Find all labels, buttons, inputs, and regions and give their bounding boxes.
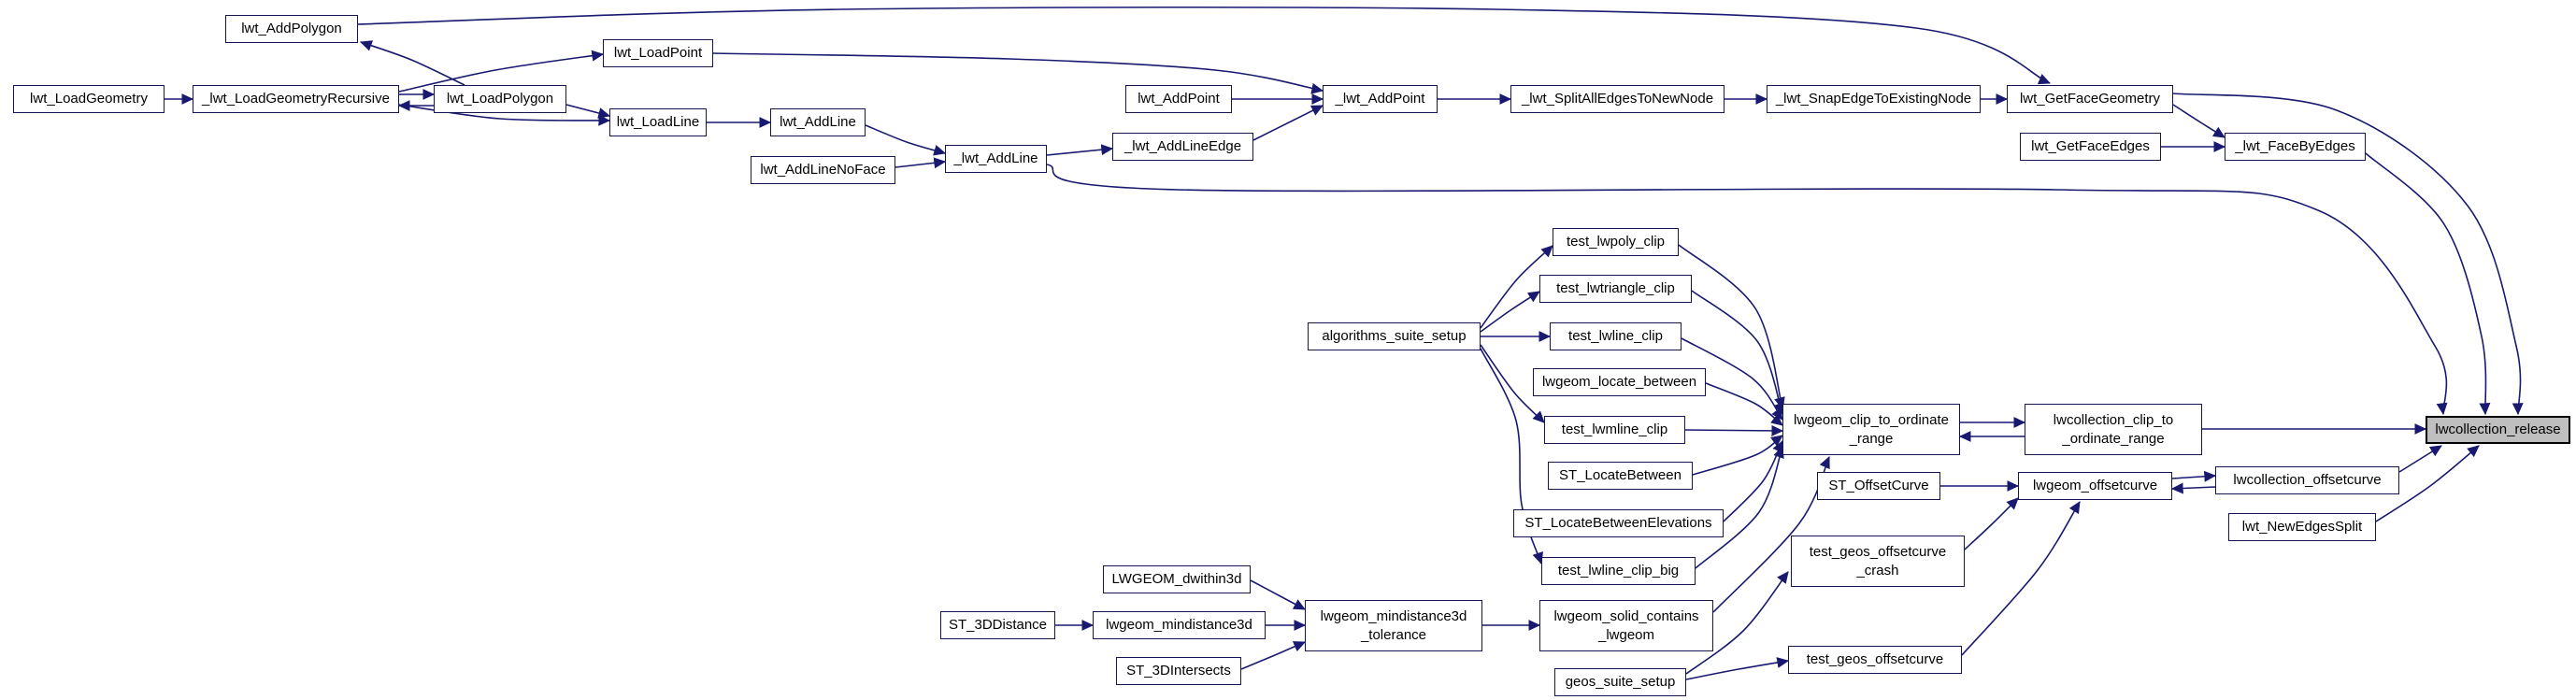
edge-ST_3DIntersects--lwgeom_mindistance3d_tolerance (1240, 641, 1306, 670)
edge-lwcollection_offsetcurve--lwcollection_release (2398, 445, 2442, 473)
edge-test_lwline_clip--lwgeom_clip_to_ordinate_range (1681, 337, 1783, 421)
graph-node-_lwt_AddLine[interactable]: _lwt_AddLine (945, 145, 1047, 173)
edge-lwt_LoadPolygon--lwt_LoadLine (565, 104, 611, 119)
graph-node-ST_OffsetCurve[interactable]: ST_OffsetCurve (1817, 472, 1940, 500)
graph-node-lwgeom_mindistance3d[interactable]: lwgeom_mindistance3d (1093, 611, 1266, 639)
graph-node-lwt_LoadPolygon[interactable]: lwt_LoadPolygon (434, 85, 566, 113)
edge-lwt_GetFaceGeometry--_lwt_FaceByEdges (2172, 104, 2225, 138)
graph-node-lwgeom_mindistance3d_tolerance[interactable]: lwgeom_mindistance3d _tolerance (1305, 600, 1482, 651)
graph-node-lwt_GetFaceGeometry[interactable]: lwt_GetFaceGeometry (2007, 85, 2173, 113)
edge-test_lwline_clip_big--lwgeom_clip_to_ordinate_range (1695, 445, 1784, 569)
edge-algorithms_suite_setup--test_lwpoly_clip (1480, 245, 1553, 329)
edge-lwgeom_solid_contains_lwgeom--lwgeom_clip_to_ordinate_range (1712, 456, 1830, 613)
graph-node-algorithms_suite_setup[interactable]: algorithms_suite_setup (1308, 322, 1481, 350)
edge-lwcollection_offsetcurve--lwgeom_offsetcurve (2170, 482, 2216, 494)
edge-_lwt_AddLine--lwcollection_release (1046, 164, 2448, 416)
graph-node-lwgeom_offsetcurve[interactable]: lwgeom_offsetcurve (2018, 472, 2172, 500)
edge-lwt_NewEdgesSplit--lwcollection_release (2375, 445, 2480, 522)
edge-LWGEOM_dwithin3d--lwgeom_mindistance3d_tolerance (1250, 579, 1306, 610)
graph-node-test_lwpoly_clip[interactable]: test_lwpoly_clip (1553, 228, 1679, 256)
graph-node-_lwt_SplitAllEdgesToNewNode[interactable]: _lwt_SplitAllEdgesToNewNode (1510, 85, 1724, 113)
edge-_lwt_AddLine--_lwt_AddLineEdge (1046, 144, 1114, 156)
graph-node-ST_3DDistance[interactable]: ST_3DDistance (940, 611, 1055, 639)
graph-node-geos_suite_setup[interactable]: geos_suite_setup (1554, 668, 1686, 696)
edge-test_geos_offsetcurve_crash--lwgeom_offsetcurve (1964, 497, 2019, 550)
graph-node-lwt_LoadPoint[interactable]: lwt_LoadPoint (603, 39, 713, 67)
edge-lwgeom_offsetcurve--lwcollection_offsetcurve (2171, 470, 2217, 482)
edge-lwt_AddLine--_lwt_AddLine (865, 124, 947, 156)
graph-node-lwt_AddPoint[interactable]: lwt_AddPoint (1125, 85, 1232, 113)
graph-node-lwt_LoadLine[interactable]: lwt_LoadLine (609, 108, 707, 136)
graph-node-ST_LocateBetweenElevations[interactable]: ST_LocateBetweenElevations (1513, 509, 1724, 537)
graph-node-_lwt_AddLineEdge[interactable]: _lwt_AddLineEdge (1112, 133, 1253, 161)
graph-node-lwgeom_solid_contains_lwgeom[interactable]: lwgeom_solid_contains _lwgeom (1539, 600, 1713, 651)
graph-node-test_lwmline_clip[interactable]: test_lwmline_clip (1544, 416, 1685, 444)
edge-ST_LocateBetween--lwgeom_clip_to_ordinate_range (1692, 435, 1783, 476)
edge-_lwt_FaceByEdges--lwcollection_release (2365, 152, 2491, 416)
edge-algorithms_suite_setup--test_lwmline_clip (1480, 344, 1545, 423)
graph-node-ST_3DIntersects[interactable]: ST_3DIntersects (1116, 657, 1241, 685)
edge-lwt_LoadPolygon--lwt_AddPolygon (359, 40, 465, 86)
edge-geos_suite_setup--test_geos_offsetcurve (1685, 657, 1790, 680)
graph-node-lwt_LoadGeometry[interactable]: lwt_LoadGeometry (13, 85, 165, 113)
edge-test_lwmline_clip--lwgeom_clip_to_ordinate_range (1684, 424, 1784, 436)
edge-_lwt_LoadGeometryRecursive--lwt_LoadPoint (398, 50, 605, 93)
graph-node-ST_LocateBetween[interactable]: ST_LocateBetween (1548, 462, 1693, 490)
graph-node-_lwt_LoadGeometryRecursive[interactable]: _lwt_LoadGeometryRecursive (193, 85, 399, 113)
graph-node-lwt_AddLine[interactable]: lwt_AddLine (770, 108, 866, 136)
edge-test_lwtriangle_clip--lwgeom_clip_to_ordinate_range (1691, 290, 1784, 416)
graph-node-_lwt_SnapEdgeToExistingNode[interactable]: _lwt_SnapEdgeToExistingNode (1767, 85, 1981, 113)
graph-node-test_geos_offsetcurve[interactable]: test_geos_offsetcurve (1788, 646, 1962, 674)
edge-algorithms_suite_setup--test_lwtriangle_clip (1480, 291, 1540, 333)
edge-lwt_GetFaceGeometry--lwcollection_release (2172, 93, 2524, 416)
graph-node-test_geos_offsetcurve_crash[interactable]: test_geos_offsetcurve _crash (1791, 536, 1965, 587)
edge-test_geos_offsetcurve--lwgeom_offsetcurve (1961, 501, 2081, 656)
graph-node-_lwt_AddPoint[interactable]: _lwt_AddPoint (1323, 85, 1438, 113)
graph-node-lwt_NewEdgesSplit[interactable]: lwt_NewEdgesSplit (2228, 513, 2376, 541)
graph-node-test_lwtriangle_clip[interactable]: test_lwtriangle_clip (1539, 275, 1692, 303)
graph-node-lwt_AddLineNoFace[interactable]: lwt_AddLineNoFace (751, 156, 895, 184)
edge-geos_suite_setup--test_geos_offsetcurve_crash (1685, 571, 1789, 675)
edge-lwt_AddLineNoFace--_lwt_AddLine (894, 157, 947, 169)
graph-node-lwcollection_clip_to_ordinate_range[interactable]: lwcollection_clip_to _ordinate_range (2025, 404, 2202, 455)
graph-node-lwt_GetFaceEdges[interactable]: lwt_GetFaceEdges (2020, 133, 2161, 161)
graph-node-lwcollection_release: lwcollection_release (2426, 416, 2570, 444)
edge-_lwt_LoadGeometryRecursive--lwt_LoadLine (398, 104, 611, 126)
edge-lwt_AddPolygon--lwt_GetFaceGeometry (357, 6, 2052, 85)
graph-node-test_lwline_clip[interactable]: test_lwline_clip (1550, 322, 1682, 350)
graph-node-lwgeom_clip_to_ordinate_range[interactable]: lwgeom_clip_to_ordinate _range (1782, 404, 1960, 455)
graph-node-lwt_AddPolygon[interactable]: lwt_AddPolygon (225, 15, 358, 43)
edge-lwgeom_locate_between--lwgeom_clip_to_ordinate_range (1705, 382, 1783, 426)
edge-_lwt_AddLineEdge--_lwt_AddPoint (1252, 105, 1324, 141)
edge-lwt_LoadPoint--_lwt_AddPoint (712, 52, 1324, 94)
graph-node-LWGEOM_dwithin3d[interactable]: LWGEOM_dwithin3d (1103, 565, 1251, 593)
graph-node-lwcollection_offsetcurve[interactable]: lwcollection_offsetcurve (2215, 466, 2399, 494)
edge-test_lwpoly_clip--lwgeom_clip_to_ordinate_range (1678, 244, 1785, 410)
graph-node-test_lwline_clip_big[interactable]: test_lwline_clip_big (1541, 557, 1696, 585)
graph-node-lwgeom_locate_between[interactable]: lwgeom_locate_between (1533, 368, 1706, 396)
graph-node-_lwt_FaceByEdges[interactable]: _lwt_FaceByEdges (2225, 133, 2366, 161)
